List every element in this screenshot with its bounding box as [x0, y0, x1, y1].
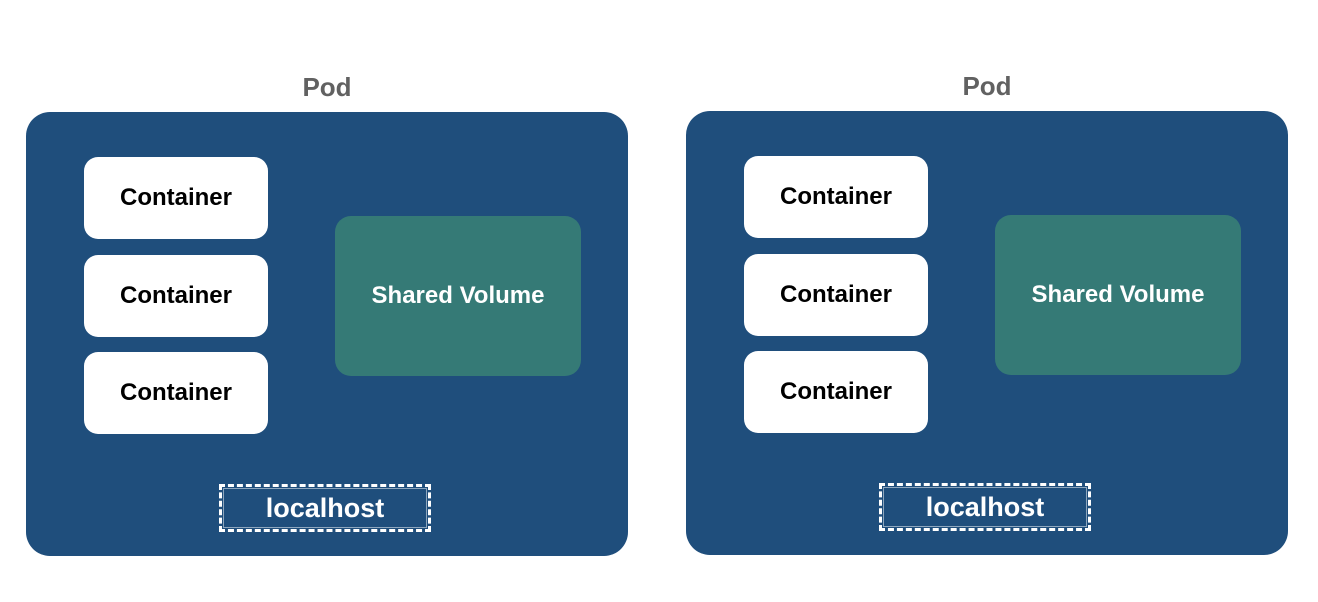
pod-title: Pod	[962, 71, 1012, 101]
container-box: Container	[744, 254, 928, 336]
localhost-network-box: localhost	[879, 483, 1091, 531]
pod-box: Container Container Container Shared Vol…	[26, 112, 628, 556]
container-box: Container	[84, 352, 268, 434]
container-box: Container	[744, 351, 928, 433]
container-box: Container	[84, 255, 268, 337]
pod-box: Container Container Container Shared Vol…	[686, 111, 1288, 555]
container-box: Container	[744, 156, 928, 238]
localhost-network-box: localhost	[219, 484, 431, 532]
pod-title: Pod	[302, 72, 352, 102]
container-box: Container	[84, 157, 268, 239]
shared-volume-box: Shared Volume	[995, 215, 1241, 375]
shared-volume-box: Shared Volume	[335, 216, 581, 376]
